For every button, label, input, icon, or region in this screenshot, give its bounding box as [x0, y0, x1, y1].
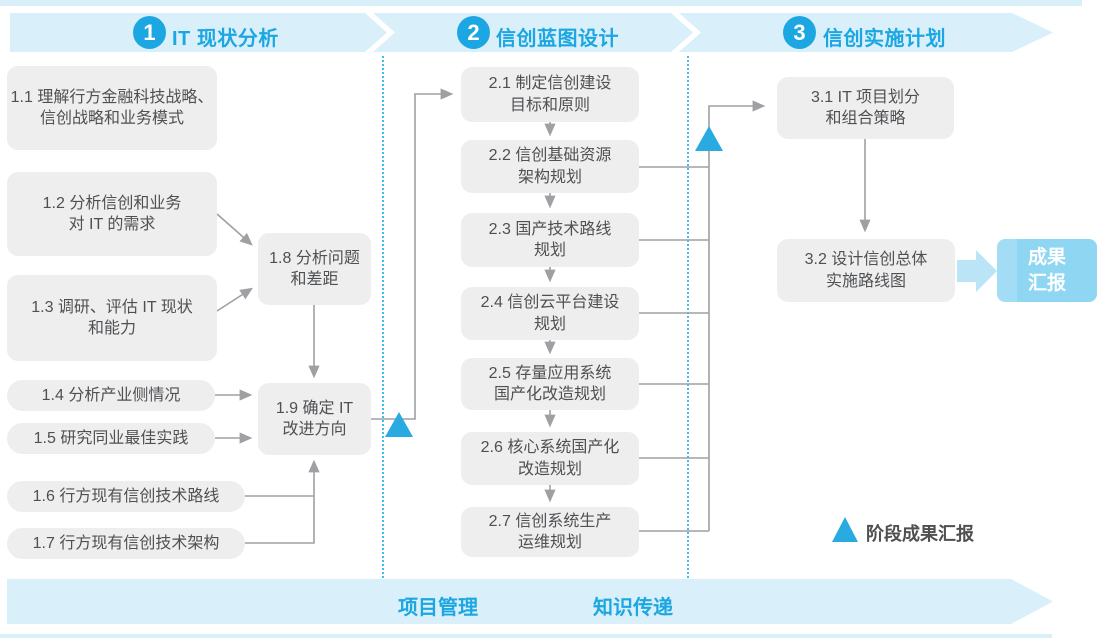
phase-2-band: [373, 13, 693, 52]
box-2-6: 2.6 核心系统国产化 改造规划: [461, 432, 639, 485]
phase-3-number-badge: 3: [783, 16, 816, 49]
phase-2-title: 信创蓝图设计: [496, 28, 619, 50]
top-edge-strip: [0, 0, 1082, 6]
phase-3-title: 信创实施计划: [823, 28, 946, 50]
box-1-2: 1.2 分析信创和业务 对 IT 的需求: [7, 172, 217, 256]
connector-1-9-to-2-1: [371, 88, 454, 420]
box-1-8: 1.8 分析问题 和差距: [258, 233, 371, 305]
box-2-4: 2.4 信创云平台建设 规划: [461, 287, 639, 340]
connector-1-3-to-1-8: [216, 287, 254, 312]
phase-3-band: [679, 13, 1053, 52]
box-1-9: 1.9 确定 IT 改进方向: [258, 383, 371, 455]
box-2-7: 2.7 信创系统生产 运维规划: [461, 507, 639, 557]
box-2-1: 2.1 制定信创建设 目标和原则: [461, 67, 639, 122]
phase-2-number-badge: 2: [457, 16, 490, 49]
box-1-5: 1.5 研究同业最佳实践: [7, 423, 215, 454]
legend-triangle-icon: [832, 517, 858, 542]
legend-label: 阶段成果汇报: [866, 524, 974, 544]
box-1-1: 1.1 理解行方金融科技战略、 信创战略和业务模式: [7, 66, 217, 150]
phase-1-number-badge: 1: [133, 16, 166, 49]
milestone-triangle-phase1-icon: [385, 412, 413, 437]
box-2-5: 2.5 存量应用系统 国产化改造规划: [461, 358, 639, 410]
phase-divider-1-icon: [382, 56, 384, 578]
box-2-2: 2.2 信创基础资源 架构规划: [461, 140, 639, 193]
box-3-1: 3.1 IT 项目划分 和组合策略: [777, 77, 954, 139]
box-1-7: 1.7 行方现有信创技术架构: [7, 528, 245, 559]
connector-1-7-to-1-9: [245, 459, 320, 544]
bottom-band-label-project-management: 项目管理: [398, 597, 478, 619]
phase-divider-2-icon: [687, 56, 689, 578]
connector-trunk-to-3-1: [708, 100, 766, 531]
result-report-box: 成果 汇报: [997, 239, 1097, 302]
phase-1-band: [10, 13, 387, 52]
result-fat-arrow-icon: [957, 250, 997, 292]
phase-1-title: IT 现状分析: [172, 28, 279, 50]
connector-1-2-to-1-8: [216, 213, 253, 246]
box-1-4: 1.4 分析产业侧情况: [7, 380, 215, 411]
box-1-3: 1.3 调研、评估 IT 现状 和能力: [7, 275, 217, 361]
bottom-band-label-knowledge-transfer: 知识传递: [593, 597, 673, 619]
box-3-2: 3.2 设计信创总体 实施路线图: [777, 239, 955, 302]
milestone-triangle-phase2-icon: [695, 126, 723, 151]
box-2-3: 2.3 国产技术路线 规划: [461, 213, 639, 267]
box-1-6: 1.6 行方现有信创技术路线: [7, 481, 245, 512]
bottom-support-band: [7, 579, 1053, 624]
bottom-edge-strip: [0, 634, 1052, 638]
